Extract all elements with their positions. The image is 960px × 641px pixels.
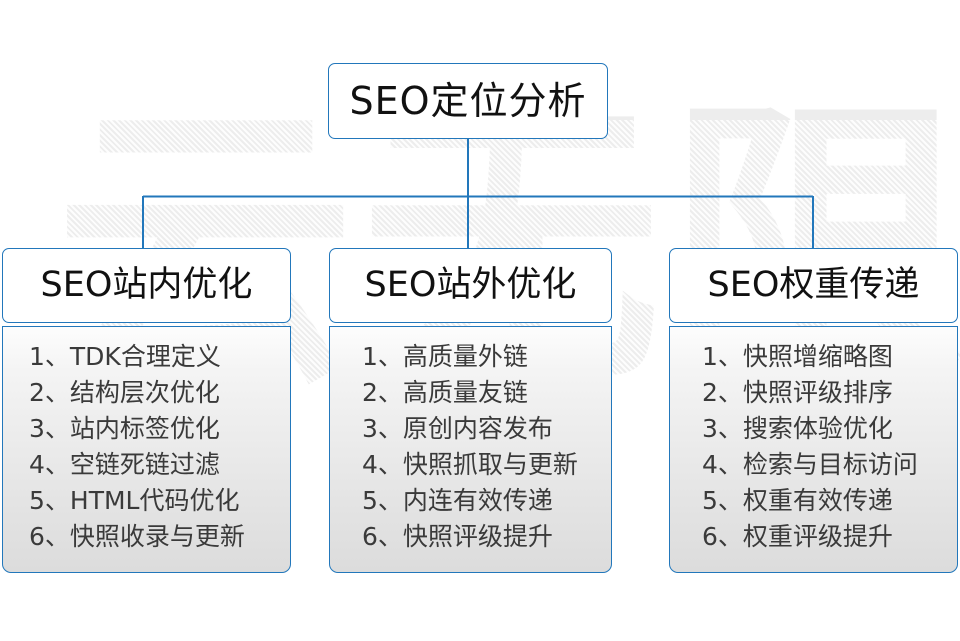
branch-body-2: 1、高质量外链 2、高质量友链 3、原创内容发布 4、快照抓取与更新 5、内连有… xyxy=(329,326,612,573)
list-item: 2、快照评级排序 xyxy=(702,378,893,407)
branch-header-3[interactable]: SEO权重传递 xyxy=(669,248,958,323)
branch-header-2[interactable]: SEO站外优化 xyxy=(329,248,612,323)
list-item: 1、TDK合理定义 xyxy=(29,342,221,371)
root-node-label: SEO定位分析 xyxy=(349,79,587,123)
list-item: 1、快照增缩略图 xyxy=(702,342,893,371)
list-item: 6、权重评级提升 xyxy=(702,522,893,551)
list-item: 5、权重有效传递 xyxy=(702,486,893,515)
branch-body-1: 1、TDK合理定义 2、结构层次优化 3、站内标签优化 4、空链死链过滤 5、H… xyxy=(2,326,291,573)
list-item: 4、空链死链过滤 xyxy=(29,450,220,479)
list-item: 4、检索与目标访问 xyxy=(702,450,918,479)
list-item: 4、快照抓取与更新 xyxy=(362,450,578,479)
branch-body-3: 1、快照增缩略图 2、快照评级排序 3、搜索体验优化 4、检索与目标访问 5、权… xyxy=(669,326,958,573)
branch-column-1: SEO站内优化 1、TDK合理定义 2、结构层次优化 3、站内标签优化 4、空链… xyxy=(2,248,291,573)
list-item: 6、快照收录与更新 xyxy=(29,522,245,551)
list-item: 3、站内标签优化 xyxy=(29,414,220,443)
list-item: 2、高质量友链 xyxy=(362,378,528,407)
list-item: 3、搜索体验优化 xyxy=(702,414,893,443)
branch-header-label-3: SEO权重传递 xyxy=(707,265,920,305)
list-item: 5、内连有效传递 xyxy=(362,486,553,515)
branch-column-3: SEO权重传递 1、快照增缩略图 2、快照评级排序 3、搜索体验优化 4、检索与… xyxy=(669,248,958,573)
branch-header-1[interactable]: SEO站内优化 xyxy=(2,248,291,323)
list-item: 1、高质量外链 xyxy=(362,342,528,371)
root-node[interactable]: SEO定位分析 xyxy=(328,63,608,139)
list-item: 3、原创内容发布 xyxy=(362,414,553,443)
list-item: 6、快照评级提升 xyxy=(362,522,553,551)
branch-header-label-2: SEO站外优化 xyxy=(364,265,577,305)
branch-header-label-1: SEO站内优化 xyxy=(40,265,253,305)
list-item: 2、结构层次优化 xyxy=(29,378,220,407)
list-item: 5、HTML代码优化 xyxy=(29,486,240,515)
branch-column-2: SEO站外优化 1、高质量外链 2、高质量友链 3、原创内容发布 4、快照抓取与… xyxy=(329,248,612,573)
